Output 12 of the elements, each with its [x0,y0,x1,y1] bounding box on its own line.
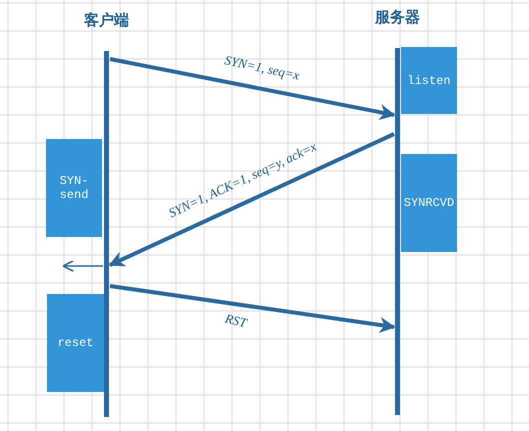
state-box: reset [47,294,104,392]
arrow [110,284,396,333]
arrow [108,132,395,267]
edge-label: RST [224,310,248,332]
state-box: SYN-send [46,139,102,237]
heading: 服务器 [375,8,420,27]
state-box: listen [401,47,457,114]
arrow [110,57,396,120]
heading: 客户端 [84,11,129,30]
arrow [62,260,103,272]
state-box: SYNRCVD [401,154,457,252]
edge-label: SYN=1, seq=x [223,52,301,84]
